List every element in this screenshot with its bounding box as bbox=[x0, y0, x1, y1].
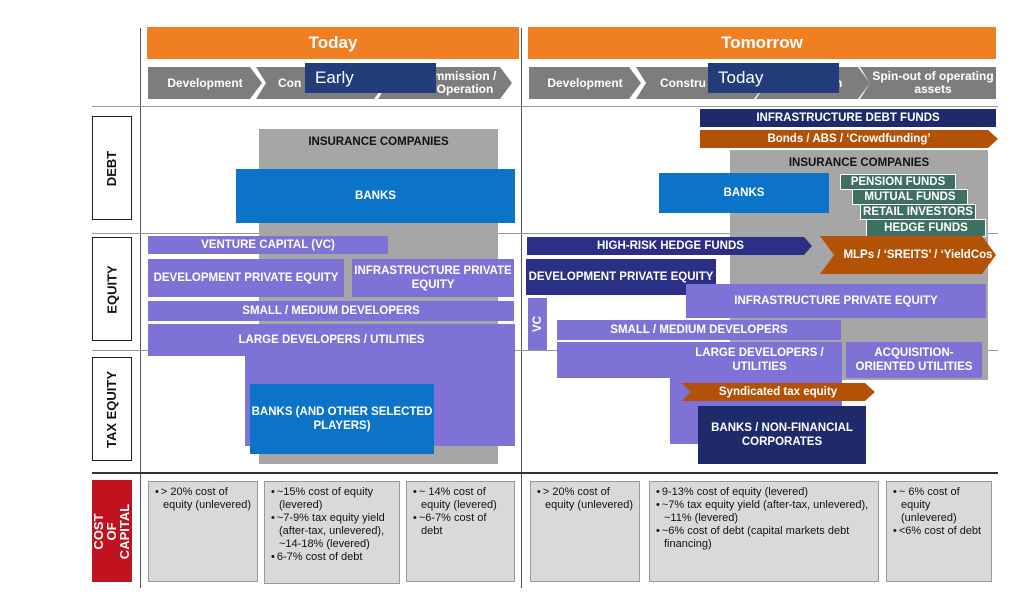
right-mutual-funds: MUTUAL FUNDS bbox=[852, 189, 968, 205]
right-acquisition-utilities: ACQUISITION-ORIENTED UTILITIES bbox=[846, 342, 982, 378]
left-infrastructure-pe: INFRASTRUCTURE PRIVATE EQUITY bbox=[352, 259, 514, 297]
left-venture-capital: VENTURE CAPITAL (VC) bbox=[148, 236, 388, 254]
cost-item: ~7-9% tax equity yield (after-tax, unlev… bbox=[277, 512, 394, 551]
cost-box-left-3: ~ 14% cost of equity (levered) ~6-7% cos… bbox=[406, 481, 515, 582]
cost-item: ~ 14% cost of equity (levered) bbox=[419, 486, 509, 512]
frame-vertical-left bbox=[140, 28, 141, 588]
cost-box-left-2: ~15% cost of equity (levered) ~7-9% tax … bbox=[264, 481, 400, 584]
frame-vertical-mid bbox=[521, 28, 522, 588]
cost-item: ~6% cost of debt (capital markets debt f… bbox=[662, 525, 873, 551]
left-banks-other: BANKS (AND OTHER SELECTED PLAYERS) bbox=[250, 384, 434, 454]
right-infrastructure-pe: INFRASTRUCTURE PRIVATE EQUITY bbox=[686, 284, 986, 318]
phase-construction-right-label: Constru bbox=[660, 75, 706, 90]
right-syndicated-tax-equity: Syndicated tax equity bbox=[681, 383, 875, 401]
row-label-debt-text: DEBT bbox=[104, 150, 120, 186]
cost-item: <6% cost of debt bbox=[899, 525, 986, 538]
early-overlay-tag: Early bbox=[305, 63, 436, 93]
cost-box-right-2: 9-13% cost of equity (levered) ~7% tax e… bbox=[649, 481, 879, 582]
frame-h-debt-top bbox=[92, 106, 998, 107]
phase-development-right: Development bbox=[529, 67, 641, 99]
left-banks: BANKS bbox=[236, 169, 515, 223]
frame-h-cost-top bbox=[92, 472, 998, 474]
row-label-tax-equity: TAX EQUITY bbox=[92, 357, 132, 461]
phase-construction-left-label: Con bbox=[278, 75, 302, 90]
right-hedge-funds: HEDGE FUNDS bbox=[866, 219, 986, 237]
right-high-risk-hedge-funds: HIGH-RISK HEDGE FUNDS bbox=[527, 237, 812, 255]
left-development-pe: DEVELOPMENT PRIVATE EQUITY bbox=[148, 259, 344, 297]
row-label-equity: EQUITY bbox=[92, 237, 132, 341]
cost-item: > 20% cost of equity (unlevered) bbox=[161, 486, 252, 512]
cost-box-left-1: > 20% cost of equity (unlevered) bbox=[148, 481, 258, 582]
row-label-equity-text: EQUITY bbox=[104, 264, 120, 314]
right-retail-investors: RETAIL INVESTORS bbox=[860, 204, 976, 220]
today-overlay-tag: Today bbox=[708, 63, 839, 93]
right-bonds-abs-crowdfunding: Bonds / ABS / ‘Crowdfunding’ bbox=[700, 130, 998, 148]
cost-item: ~7% tax equity yield (after-tax, unlever… bbox=[662, 499, 873, 525]
cost-box-right-3: ~ 6% cost of equity (unlevered) <6% cost… bbox=[886, 481, 992, 582]
cost-item: > 20% cost of equity (unlevered) bbox=[543, 486, 634, 512]
right-insurance-companies: INSURANCE COMPANIES bbox=[788, 157, 930, 169]
phase-commission-left-label: mmission / Operation bbox=[433, 69, 497, 96]
row-label-debt: DEBT bbox=[92, 116, 132, 220]
cost-item: ~15% cost of equity (levered) bbox=[277, 486, 394, 512]
row-label-cost-of-capital: COST OF CAPITAL bbox=[91, 480, 133, 582]
right-pension-funds: PENSION FUNDS bbox=[840, 174, 956, 190]
left-large-developers: LARGE DEVELOPERS / UTILITIES bbox=[148, 324, 515, 356]
left-insurance-companies: INSURANCE COMPANIES bbox=[308, 136, 449, 148]
cost-item: 9-13% cost of equity (levered) bbox=[662, 486, 873, 499]
right-infrastructure-debt-funds: INFRASTRUCTURE DEBT FUNDS bbox=[700, 109, 996, 127]
right-mlps-sreits-yieldcos: MLPs / ‘SREITS’ / ‘YieldCos bbox=[820, 236, 996, 274]
right-small-medium-developers: SMALL / MEDIUM DEVELOPERS bbox=[557, 320, 841, 340]
frame-h-tax-top bbox=[92, 350, 998, 351]
cost-item: ~6-7% cost of debt bbox=[419, 512, 509, 538]
phase-spinout-right: Spin-out of operating assets bbox=[860, 67, 996, 99]
right-banks: BANKS bbox=[659, 173, 829, 213]
tomorrow-header: Tomorrow bbox=[528, 27, 996, 59]
phase-development-left: Development bbox=[148, 67, 262, 99]
cost-box-right-1: > 20% cost of equity (unlevered) bbox=[530, 481, 640, 582]
right-vc: VC bbox=[528, 298, 547, 350]
row-label-tax-equity-text: TAX EQUITY bbox=[104, 370, 120, 448]
cost-item: ~ 6% cost of equity (unlevered) bbox=[899, 486, 986, 525]
row-label-cost-of-capital-text: COST OF CAPITAL bbox=[91, 503, 133, 559]
cost-item: 6-7% cost of debt bbox=[277, 551, 394, 564]
today-header: Today bbox=[147, 27, 519, 59]
right-development-pe: DEVELOPMENT PRIVATE EQUITY bbox=[526, 259, 716, 295]
frame-h-equity-top bbox=[92, 233, 998, 234]
left-small-medium-developers: SMALL / MEDIUM DEVELOPERS bbox=[148, 301, 514, 321]
right-banks-non-financial: BANKS / NON-FINANCIAL CORPORATES bbox=[698, 406, 866, 464]
right-vc-label: VC bbox=[531, 316, 544, 332]
right-large-developers: LARGE DEVELOPERS / UTILITIES bbox=[557, 342, 842, 378]
